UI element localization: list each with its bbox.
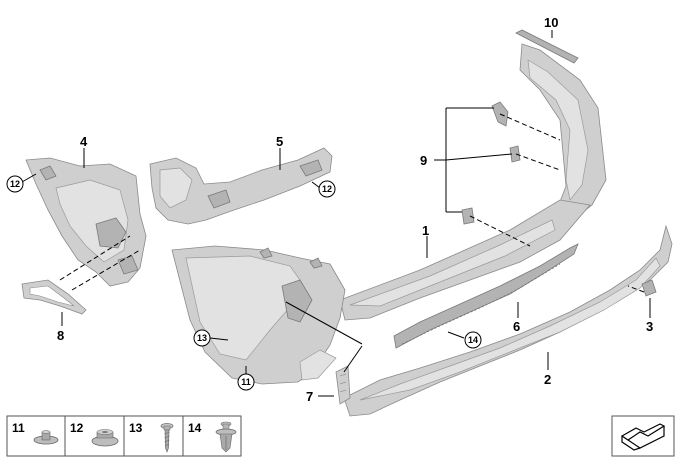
flange-nut-icon	[91, 429, 119, 447]
callout-1: 1	[422, 223, 429, 238]
part-4-left-bracket[interactable]	[25, 157, 147, 287]
part-8-reflector-frame[interactable]	[21, 279, 87, 315]
svg-text:13: 13	[129, 421, 143, 435]
svg-text:11: 11	[241, 377, 251, 387]
callout-4: 4	[80, 134, 88, 149]
circled-callout-12-left: 12	[6, 175, 24, 193]
callout-10: 10	[544, 15, 558, 30]
svg-text:12: 12	[70, 421, 84, 435]
part-9-brackets[interactable]	[461, 101, 521, 225]
legend-item-11[interactable]: 11	[12, 421, 59, 445]
svg-text:12: 12	[322, 184, 332, 194]
fastener-legend: 11 12 13 14	[6, 415, 242, 457]
part-10-trim-strip[interactable]	[515, 29, 579, 64]
screw-icon	[160, 423, 174, 453]
svg-text:12: 12	[10, 179, 20, 189]
legend-item-12[interactable]: 12	[70, 421, 119, 447]
orientation-icon	[611, 415, 675, 457]
part-7-insert[interactable]	[335, 365, 351, 405]
part-3-cap[interactable]	[641, 279, 657, 297]
flat-head-rivet-icon	[33, 430, 59, 445]
part-2-lower-diffuser[interactable]	[343, 224, 673, 417]
callout-7: 7	[306, 389, 313, 404]
callout-2: 2	[544, 372, 551, 387]
leader-lines	[21, 30, 651, 397]
callout-8: 8	[57, 328, 64, 343]
circled-callout-13: 13	[193, 329, 211, 347]
callout-6: 6	[513, 319, 520, 334]
part-1-bumper-cover[interactable]	[171, 43, 607, 385]
callout-9: 9	[420, 153, 427, 168]
circled-callout-14: 14	[464, 331, 482, 349]
svg-text:13: 13	[197, 333, 207, 343]
legend-item-13[interactable]: 13	[129, 421, 174, 453]
callout-5: 5	[276, 134, 283, 149]
legend-item-14[interactable]: 14	[188, 421, 237, 453]
circled-callout-11: 11	[237, 373, 255, 391]
svg-text:14: 14	[188, 421, 202, 435]
callout-3: 3	[646, 319, 653, 334]
circled-callout-12-right: 12	[318, 180, 336, 198]
assembly-lines	[59, 113, 645, 293]
svg-text:14: 14	[468, 335, 478, 345]
svg-text:11: 11	[12, 421, 25, 435]
expanding-clip-icon	[215, 421, 237, 453]
part-5-center-bracket[interactable]	[149, 147, 333, 225]
part-6-diffuser-grid[interactable]	[393, 243, 579, 349]
